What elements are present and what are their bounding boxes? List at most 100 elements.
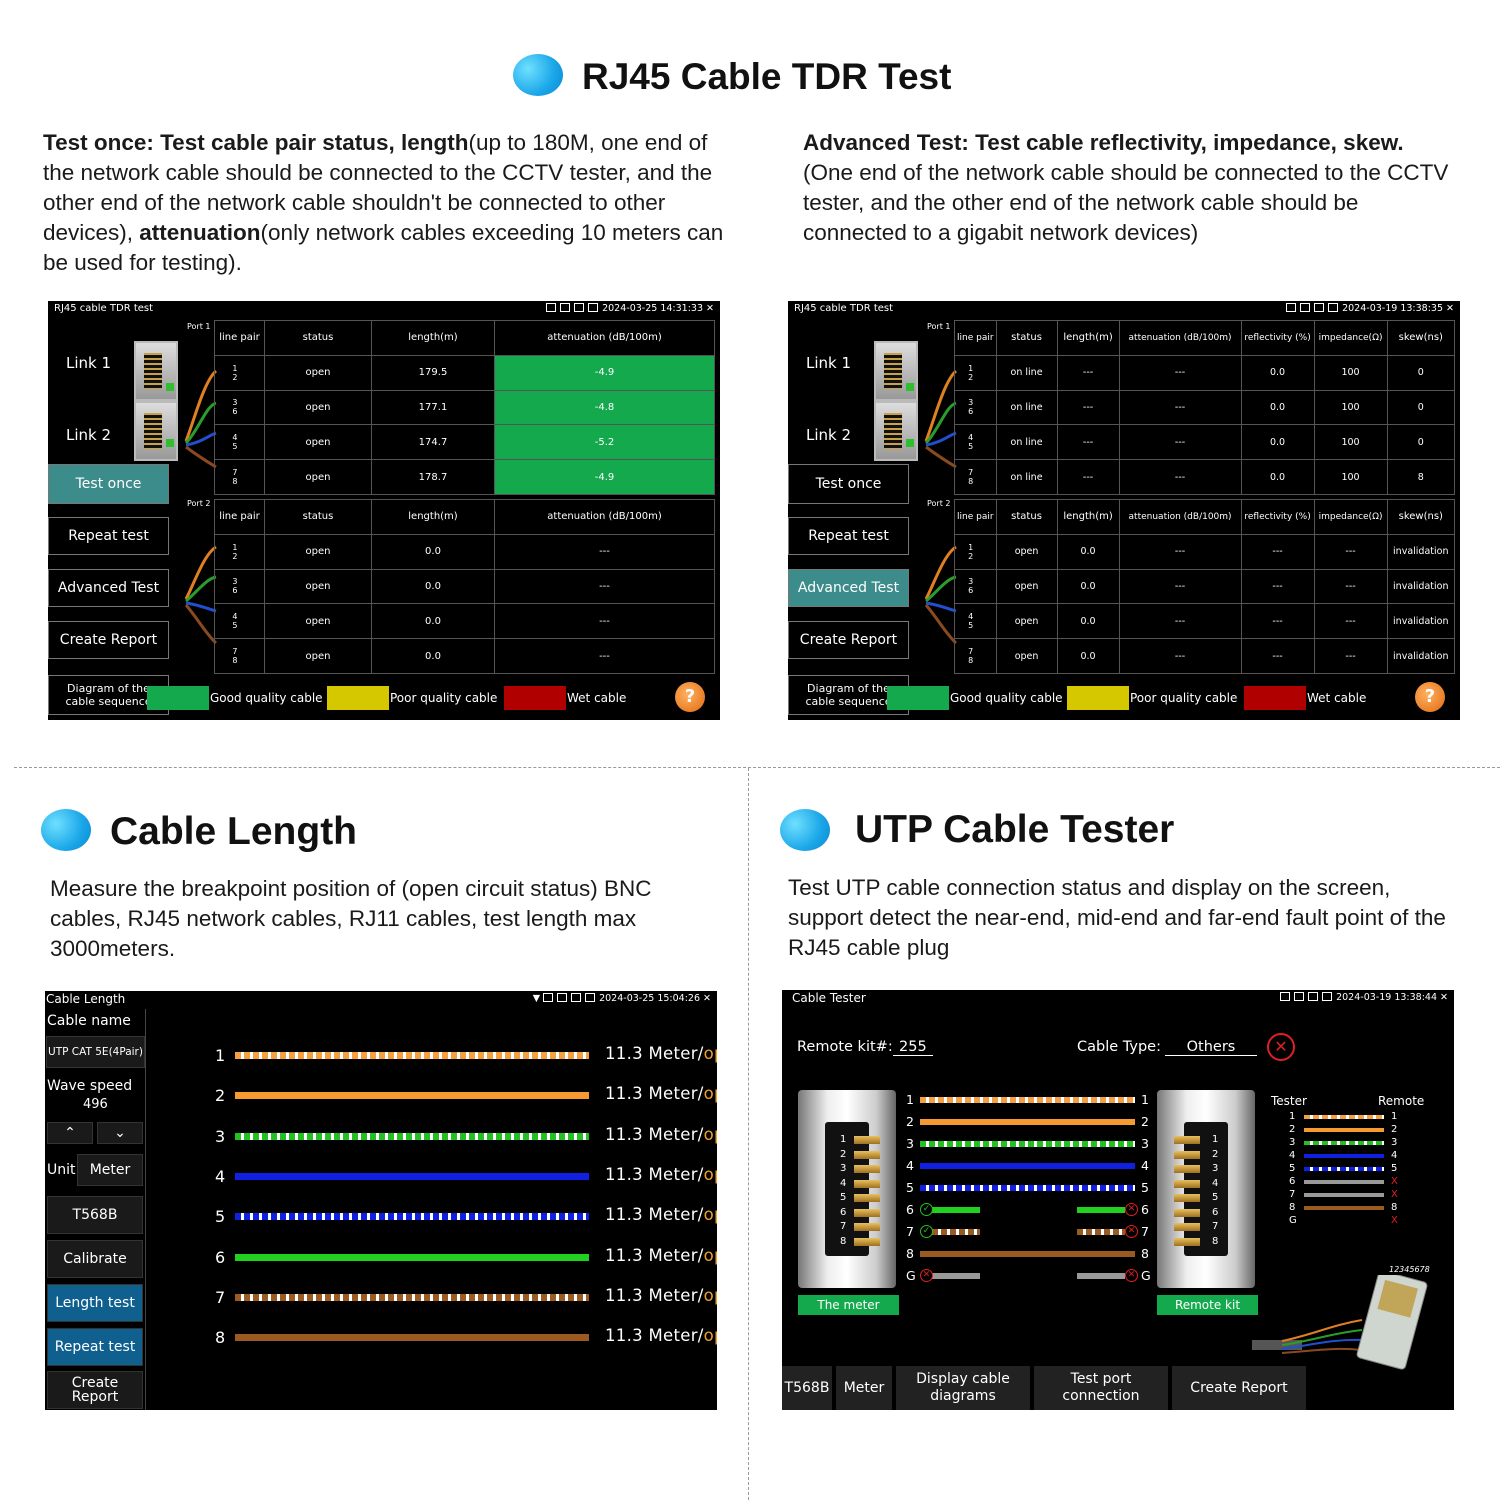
wave-speed-down-button[interactable]: ⌄ xyxy=(97,1122,143,1144)
table-cell: --- xyxy=(1118,568,1242,605)
table-cell: --- xyxy=(1056,459,1120,495)
tdr-right-description: Advanced Test: Test cable reflectivity, … xyxy=(803,128,1453,248)
repeat-test-button[interactable]: Repeat test xyxy=(48,517,169,555)
pair-spacer xyxy=(239,603,265,640)
length-test-button[interactable]: Length test xyxy=(47,1284,143,1322)
pair-b: 2 xyxy=(232,551,238,561)
close-icon[interactable]: ✕ xyxy=(1446,303,1454,314)
table-cell: --- xyxy=(1313,533,1388,570)
sd-card-icon xyxy=(1280,992,1291,1001)
table-cell: --- xyxy=(1313,568,1388,605)
pair-b: 8 xyxy=(968,656,974,666)
plug-pin-number: 3 xyxy=(840,1163,847,1174)
small-wire xyxy=(1304,1141,1384,1145)
table-cell: --- xyxy=(1118,603,1242,640)
help-icon[interactable]: ? xyxy=(1415,682,1445,712)
cable-name-select[interactable]: UTP CAT 5E(4Pair) xyxy=(46,1036,145,1068)
plug-code-label: 12345678 xyxy=(1389,1265,1430,1274)
error-x-icon: ✕ xyxy=(920,1269,933,1282)
remote-pin: 8 xyxy=(1391,1202,1398,1213)
advanced-test-button[interactable]: Advanced Test xyxy=(788,569,909,607)
table-cell: -4.9 xyxy=(494,459,715,495)
wave-speed-up-button[interactable]: ⌃ xyxy=(47,1122,93,1144)
table-cell: 0.0 xyxy=(1056,603,1120,640)
pair-b: 2 xyxy=(232,372,238,382)
close-icon[interactable]: ✕ xyxy=(703,993,711,1004)
create-report-button[interactable]: Create Report xyxy=(48,621,169,659)
remote-plug-icon xyxy=(1157,1090,1255,1288)
plug-pin-number: 4 xyxy=(1212,1177,1219,1189)
calibrate-button[interactable]: Calibrate xyxy=(47,1240,143,1278)
pin-label-left: 1 xyxy=(906,1092,914,1107)
help-icon[interactable]: ? xyxy=(675,682,705,712)
pair-spacer xyxy=(239,459,265,495)
close-icon[interactable]: ✕ xyxy=(1440,992,1448,1003)
create-report-button[interactable]: Create Report xyxy=(47,1371,143,1409)
plug-pin xyxy=(1174,1194,1200,1202)
camera-icon xyxy=(1294,992,1305,1001)
pair-spacer xyxy=(975,533,997,570)
plug-pin xyxy=(1174,1136,1200,1144)
table-cell: --- xyxy=(1313,638,1388,674)
plug-pin xyxy=(1174,1150,1200,1159)
test-once-button[interactable]: Test once xyxy=(788,464,909,504)
pin-label-left: 6 xyxy=(906,1202,914,1217)
t568b-button[interactable]: T568B xyxy=(47,1196,143,1234)
wire-status: open xyxy=(703,1044,717,1063)
status-bar: Cable Length ▼ 2024-03-25 15:04:26 ✕ xyxy=(45,991,717,1007)
small-wire xyxy=(1304,1180,1384,1184)
unit-select[interactable]: Meter xyxy=(77,1154,143,1186)
test-port-connection-button[interactable]: Test port connection xyxy=(1034,1366,1168,1410)
legend-wet: Wet cable xyxy=(567,691,627,705)
status-bar: Cable Tester 2024-03-19 13:38:44 ✕ xyxy=(782,990,1454,1006)
error-x-icon: ✕ xyxy=(1125,1203,1138,1216)
create-report-button[interactable]: Create Report xyxy=(788,621,909,659)
datetime: 2024-03-25 15:04:26 xyxy=(599,993,700,1004)
table-cell: -4.9 xyxy=(494,354,715,391)
cable-tester-screen: Cable Tester 2024-03-19 13:38:44 ✕ Remot… xyxy=(782,990,1454,1410)
pair-b: 8 xyxy=(232,656,238,666)
plug-pin xyxy=(854,1223,880,1231)
utp-wire-near xyxy=(932,1207,980,1213)
pair-a: 7 xyxy=(968,647,974,657)
pair-spacer xyxy=(975,603,997,640)
pair-b: 2 xyxy=(968,551,974,561)
pair-b: 5 xyxy=(968,621,974,631)
tester-pin: G xyxy=(1289,1215,1297,1226)
table-cell: -4.8 xyxy=(494,389,715,426)
pair-a: 1 xyxy=(968,363,974,373)
table-cell: invalidation xyxy=(1386,533,1456,570)
wet-cable-swatch xyxy=(1244,686,1306,710)
display-cable-diagrams-button[interactable]: Display cable diagrams xyxy=(896,1366,1030,1410)
pair-a: 7 xyxy=(968,468,974,478)
plug-pin-number: 1 xyxy=(1212,1134,1219,1145)
close-icon[interactable]: ✕ xyxy=(706,303,714,314)
advanced-test-button[interactable]: Advanced Test xyxy=(48,569,169,607)
table-cell: 174.7 xyxy=(371,424,495,461)
create-report-button[interactable]: Create Report xyxy=(1172,1366,1306,1410)
wire-length: 11.3 Meter/ xyxy=(605,1164,704,1184)
plug-pin-number: 6 xyxy=(1212,1206,1219,1218)
meter-button[interactable]: Meter xyxy=(836,1366,892,1410)
pin-label-left: 7 xyxy=(906,1224,914,1239)
pair-spacer xyxy=(239,638,265,674)
table-cell: open xyxy=(264,424,372,461)
test-once-button[interactable]: Test once xyxy=(48,464,169,504)
repeat-test-button[interactable]: Repeat test xyxy=(47,1328,143,1366)
network-icon xyxy=(1314,303,1325,312)
t568b-button[interactable]: T568B xyxy=(782,1366,832,1410)
repeat-test-button[interactable]: Repeat test xyxy=(788,517,909,555)
remote-pin: 2 xyxy=(1391,1124,1398,1135)
tester-pin: 3 xyxy=(1289,1137,1296,1148)
table-cell: open xyxy=(995,568,1058,605)
port2-label: Port 2 xyxy=(187,499,211,508)
table-cell: 100 xyxy=(1313,389,1388,426)
wire-number: 3 xyxy=(215,1126,226,1146)
table-cell: open xyxy=(264,603,372,640)
pin-label-right: 3 xyxy=(1141,1136,1149,1151)
legend-good: Good quality cable xyxy=(950,691,1063,705)
